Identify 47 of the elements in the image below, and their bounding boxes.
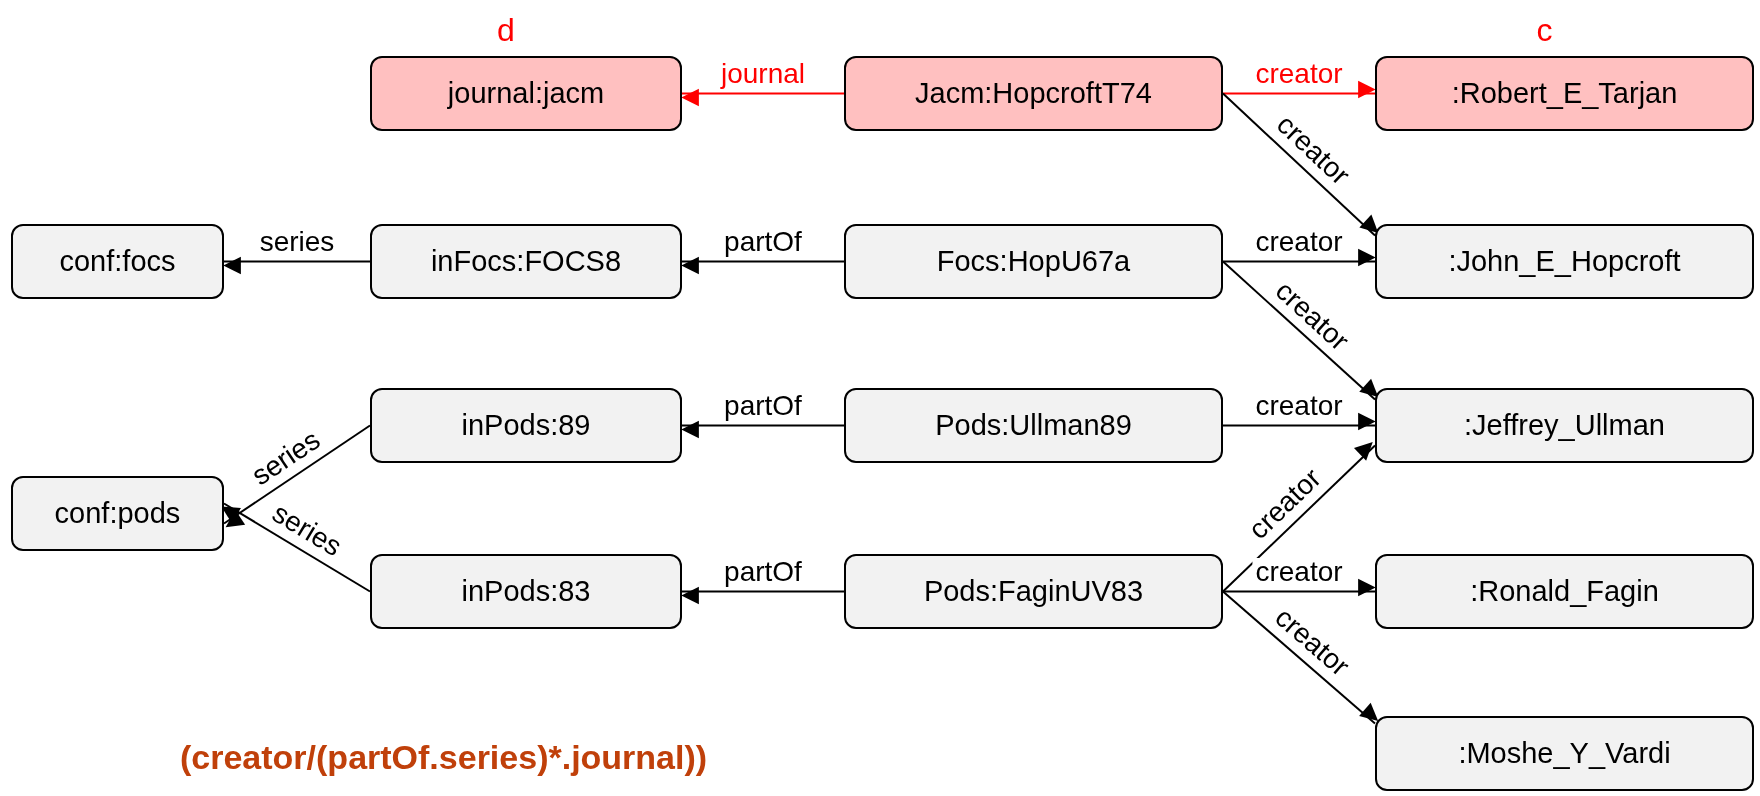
arrow [681, 256, 845, 275]
node-box [370, 56, 682, 131]
node-label: :Ronald_Fagin [1470, 575, 1659, 608]
node-tag: d [497, 14, 515, 46]
node-tag: c [1536, 14, 1553, 46]
node-label: inFocs:FOCS8 [430, 245, 622, 278]
node-label: inPods:83 [461, 575, 591, 608]
node-label: Pods:FaginUV83 [923, 575, 1144, 608]
arrow [223, 424, 371, 528]
node-box [370, 388, 682, 463]
node-box [11, 224, 224, 299]
node-label: conf:focs [59, 245, 176, 278]
arrow [1222, 92, 1379, 237]
node-box [844, 224, 1223, 299]
node-label: Jacm:HopcroftT74 [915, 77, 1152, 110]
node-label: inPods:89 [461, 409, 591, 442]
node-box [1375, 554, 1754, 629]
node-label: conf:pods [54, 497, 181, 530]
node-box [370, 554, 682, 629]
node-box [370, 224, 682, 299]
node-box [844, 388, 1223, 463]
node-label: Focs:HopU67a [936, 245, 1131, 278]
node-label: :Robert_E_Tarjan [1451, 77, 1678, 110]
arrow [1222, 80, 1376, 99]
arrow [1222, 260, 1379, 401]
node-label: :Jeffrey_Ullman [1464, 409, 1665, 442]
node-label: journal:jacm [447, 77, 605, 110]
node-box [1375, 224, 1754, 299]
node-label: :John_E_Hopcroft [1448, 245, 1681, 278]
node-box [844, 56, 1223, 131]
path-expression: (creator/(partOf.series)*.journal)) [180, 738, 708, 777]
arrow [1222, 412, 1376, 431]
arrow [223, 256, 371, 275]
node-label: Pods:Ullman89 [935, 409, 1132, 442]
node-label: :Moshe_Y_Vardi [1458, 737, 1671, 770]
arrow [1222, 578, 1376, 597]
arrow [681, 88, 845, 107]
node-box [11, 476, 224, 551]
node-box [1375, 716, 1754, 791]
arrow [681, 586, 845, 605]
arrow [1222, 248, 1376, 267]
arrow [1222, 590, 1379, 725]
node-box [844, 554, 1223, 629]
arrow [681, 420, 845, 439]
node-box [1375, 388, 1754, 463]
arrow [1222, 442, 1376, 593]
node-box [1375, 56, 1754, 131]
